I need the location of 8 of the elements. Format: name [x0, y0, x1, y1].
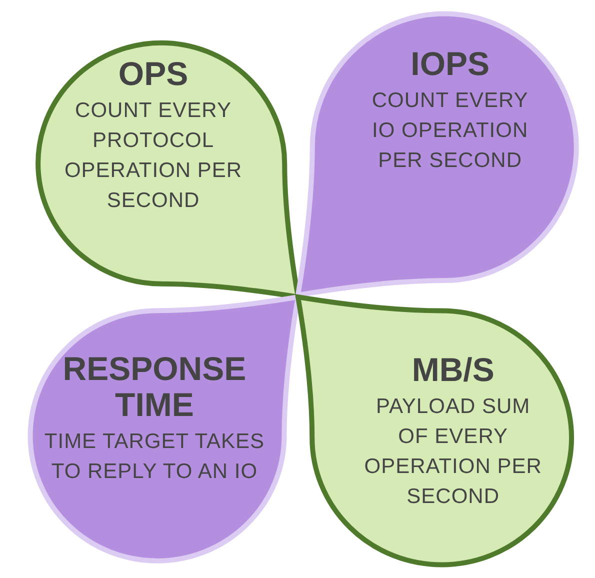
description-text: COUNT EVERY IO OPERATION PER SECOND: [370, 88, 530, 174]
description-text: TIME TARGET TAKES TO REPLY TO AN IO: [43, 429, 266, 486]
description-text: COUNT EVERY PROTOCOL OPERATION PER SECOND: [63, 98, 244, 214]
heading-text: RESPONSE TIME: [62, 351, 248, 424]
heading-text: MB/S: [410, 352, 496, 388]
heading-text: OPS: [117, 56, 190, 92]
description-text: PAYLOAD SUM OF EVERY OPERATION PER SECOND: [363, 394, 543, 510]
heading-text: IOPS: [410, 46, 491, 82]
